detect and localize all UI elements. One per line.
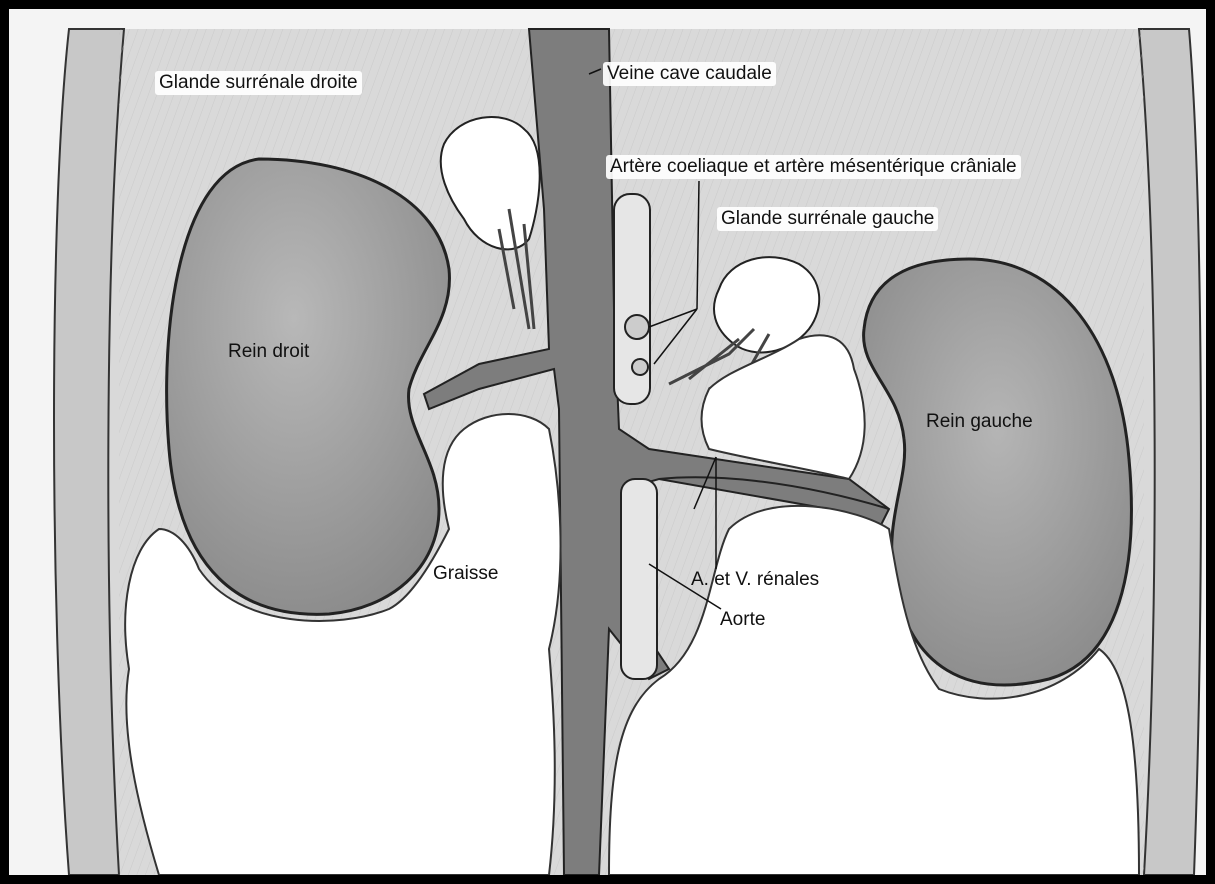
celiac-artery-section: [625, 315, 649, 339]
aorta-lower: [621, 479, 657, 679]
label-caudal-vena-cava: Veine cave caudale: [603, 62, 776, 86]
label-right-kidney: Rein droit: [228, 341, 309, 363]
label-fat: Graisse: [433, 563, 498, 585]
label-renal-vessels: A. et V. rénales: [691, 569, 819, 591]
label-celiac-artery: Artère coeliaque et artère mésentérique …: [606, 155, 1021, 179]
label-right-adrenal-gland: Glande surrénale droite: [155, 71, 362, 95]
label-left-adrenal-gland: Glande surrénale gauche: [717, 207, 938, 231]
mesenteric-artery-section: [632, 359, 648, 375]
label-aorta: Aorte: [720, 609, 765, 631]
label-left-kidney: Rein gauche: [926, 411, 1033, 433]
right-kidney: [167, 159, 450, 614]
diagram-canvas: Glande surrénale droite Veine cave cauda…: [9, 9, 1206, 875]
anatomy-illustration: [9, 9, 1206, 875]
